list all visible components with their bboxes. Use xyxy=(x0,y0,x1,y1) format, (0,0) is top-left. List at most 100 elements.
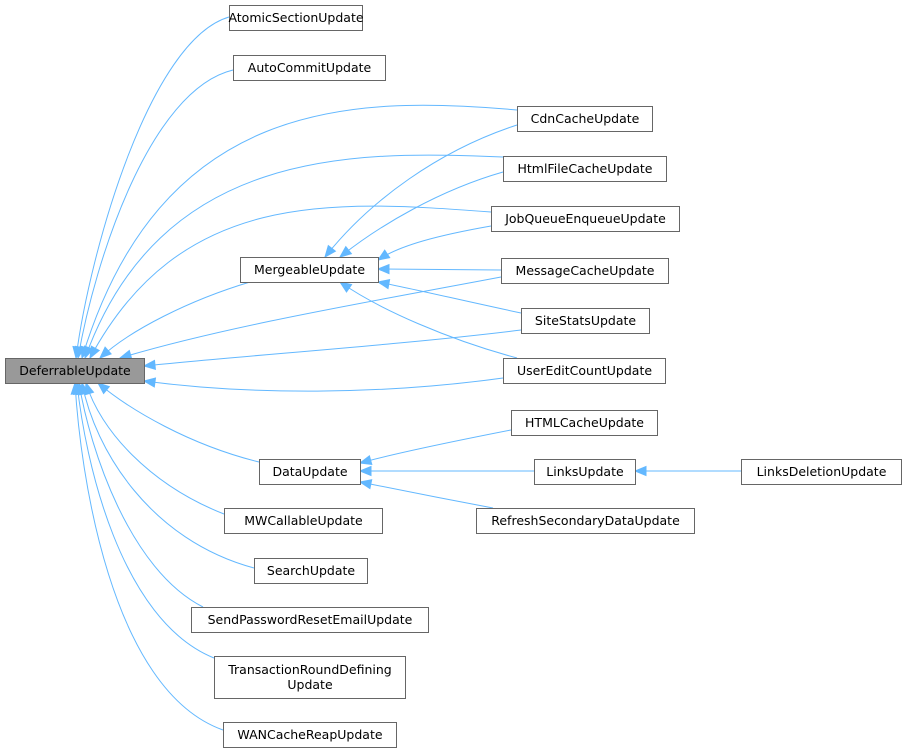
edge-line xyxy=(143,329,522,367)
edge-LinksUpdate-to-DataUpdate xyxy=(358,465,534,477)
class-node-box xyxy=(5,358,145,384)
class-node-label: TransactionRoundDefining xyxy=(227,662,392,677)
edge-arrowhead xyxy=(96,382,111,395)
class-node-SiteStatsUpdate[interactable]: SiteStatsUpdate xyxy=(521,308,650,334)
class-node-DeferrableUpdate[interactable]: DeferrableUpdate xyxy=(5,358,145,384)
edge-line xyxy=(339,171,504,258)
class-node-UserEditCountUpdate[interactable]: UserEditCountUpdate xyxy=(503,358,666,384)
class-node-box xyxy=(223,722,397,748)
class-node-MWCallableUpdate[interactable]: MWCallableUpdate xyxy=(224,508,383,534)
edge-MergeableUpdate-to-DeferrableUpdate xyxy=(99,281,251,359)
edge-line xyxy=(99,281,251,359)
edge-line xyxy=(75,16,230,359)
class-node-RefreshSecondaryDataUpdate[interactable]: RefreshSecondaryDataUpdate xyxy=(476,508,695,534)
edge-arrowhead xyxy=(89,345,101,360)
class-node-SearchUpdate[interactable]: SearchUpdate xyxy=(254,558,368,584)
edge-line xyxy=(77,69,234,359)
edge-arrowhead xyxy=(376,263,390,275)
class-node-box xyxy=(259,459,361,485)
class-node-WANCacheReapUpdate[interactable]: WANCacheReapUpdate xyxy=(223,722,397,748)
class-node-box xyxy=(503,358,666,384)
class-node-LinksDeletionUpdate[interactable]: LinksDeletionUpdate xyxy=(741,459,902,485)
edge-line xyxy=(81,104,518,359)
class-node-label: SiteStatsUpdate xyxy=(535,313,636,328)
edge-HtmlFileCacheUpdate-to-DeferrableUpdate xyxy=(83,154,504,360)
edge-UserEditCountUpdate-to-DeferrableUpdate xyxy=(142,377,504,392)
class-node-label: Update xyxy=(287,677,333,692)
class-node-box xyxy=(224,508,383,534)
edge-line xyxy=(324,124,518,258)
class-node-LinksUpdate[interactable]: LinksUpdate xyxy=(534,459,636,485)
class-node-box xyxy=(476,508,695,534)
edge-line xyxy=(78,382,204,608)
class-node-MessageCacheUpdate[interactable]: MessageCacheUpdate xyxy=(501,258,669,284)
class-node-box xyxy=(233,55,386,81)
class-node-MergeableUpdate[interactable]: MergeableUpdate xyxy=(240,257,379,283)
edge-line xyxy=(359,429,512,464)
class-node-HtmlFileCacheUpdate[interactable]: HtmlFileCacheUpdate xyxy=(503,156,667,182)
class-node-label: LinksDeletionUpdate xyxy=(757,464,887,479)
edge-line xyxy=(119,276,502,359)
class-node-label: HTMLCacheUpdate xyxy=(525,415,644,430)
edge-SiteStatsUpdate-to-MergeableUpdate xyxy=(376,278,522,314)
class-node-AutoCommitUpdate[interactable]: AutoCommitUpdate xyxy=(233,55,386,81)
edge-DataUpdate-to-DeferrableUpdate xyxy=(96,382,260,463)
edge-AtomicSectionUpdate-to-DeferrableUpdate xyxy=(72,16,230,360)
class-node-box xyxy=(240,257,379,283)
edge-arrowhead xyxy=(324,244,337,259)
class-node-label: AtomicSectionUpdate xyxy=(228,10,363,25)
edge-MessageCacheUpdate-to-DeferrableUpdate xyxy=(118,276,502,360)
nodes-layer: DeferrableUpdate AtomicSectionUpdateAutoC… xyxy=(5,5,902,748)
edge-arrowhead xyxy=(338,245,353,258)
edge-line xyxy=(377,225,492,261)
class-node-label: SearchUpdate xyxy=(267,563,356,578)
class-node-label: UserEditCountUpdate xyxy=(517,363,652,378)
edge-line xyxy=(97,382,260,463)
edge-line xyxy=(377,268,502,271)
edge-line xyxy=(76,382,215,659)
edge-line xyxy=(74,382,224,731)
class-node-HTMLCacheUpdate[interactable]: HTMLCacheUpdate xyxy=(511,410,658,436)
edge-arrowhead xyxy=(118,349,133,360)
edge-line xyxy=(85,382,225,515)
edge-MessageCacheUpdate-to-MergeableUpdate xyxy=(376,263,502,275)
edge-arrowhead xyxy=(376,278,391,290)
class-node-box xyxy=(229,5,363,31)
class-node-box xyxy=(191,607,429,633)
edge-CdnCacheUpdate-to-DeferrableUpdate xyxy=(80,104,518,360)
class-node-CdnCacheUpdate[interactable]: CdnCacheUpdate xyxy=(517,106,653,132)
class-node-box xyxy=(517,106,653,132)
edge-HTMLCacheUpdate-to-DataUpdate xyxy=(358,429,512,465)
edge-line xyxy=(359,481,494,509)
class-node-label: HtmlFileCacheUpdate xyxy=(517,161,652,176)
edge-arrowhead xyxy=(338,281,353,293)
edge-line xyxy=(377,281,522,314)
class-node-box xyxy=(741,459,902,485)
class-node-label: LinksUpdate xyxy=(546,464,624,479)
edge-CdnCacheUpdate-to-MergeableUpdate xyxy=(324,124,518,259)
class-node-label: MWCallableUpdate xyxy=(244,513,363,528)
class-node-label: SendPasswordResetEmailUpdate xyxy=(208,612,413,627)
class-node-SendPasswordResetEmailUpdate[interactable]: SendPasswordResetEmailUpdate xyxy=(191,607,429,633)
edge-HtmlFileCacheUpdate-to-MergeableUpdate xyxy=(338,171,504,258)
class-node-label: WANCacheReapUpdate xyxy=(237,727,382,742)
edge-line xyxy=(143,377,504,392)
edge-arrowhead xyxy=(142,359,156,370)
class-node-box xyxy=(511,410,658,436)
class-node-AtomicSectionUpdate[interactable]: AtomicSectionUpdate xyxy=(228,5,364,31)
class-node-box xyxy=(503,156,667,182)
class-node-JobQueueEnqueueUpdate[interactable]: JobQueueEnqueueUpdate xyxy=(491,206,680,232)
edge-arrowhead xyxy=(70,381,81,395)
class-node-label: DataUpdate xyxy=(272,464,347,479)
edge-line xyxy=(89,205,492,359)
edge-arrowhead xyxy=(142,377,157,388)
class-node-box xyxy=(534,459,636,485)
class-node-label: MessageCacheUpdate xyxy=(516,263,655,278)
edges-layer xyxy=(70,16,741,731)
class-node-DataUpdate[interactable]: DataUpdate xyxy=(259,459,361,485)
edge-arrowhead xyxy=(99,346,112,359)
edge-line xyxy=(339,281,518,359)
class-node-box xyxy=(491,206,680,232)
edge-line xyxy=(84,154,504,359)
